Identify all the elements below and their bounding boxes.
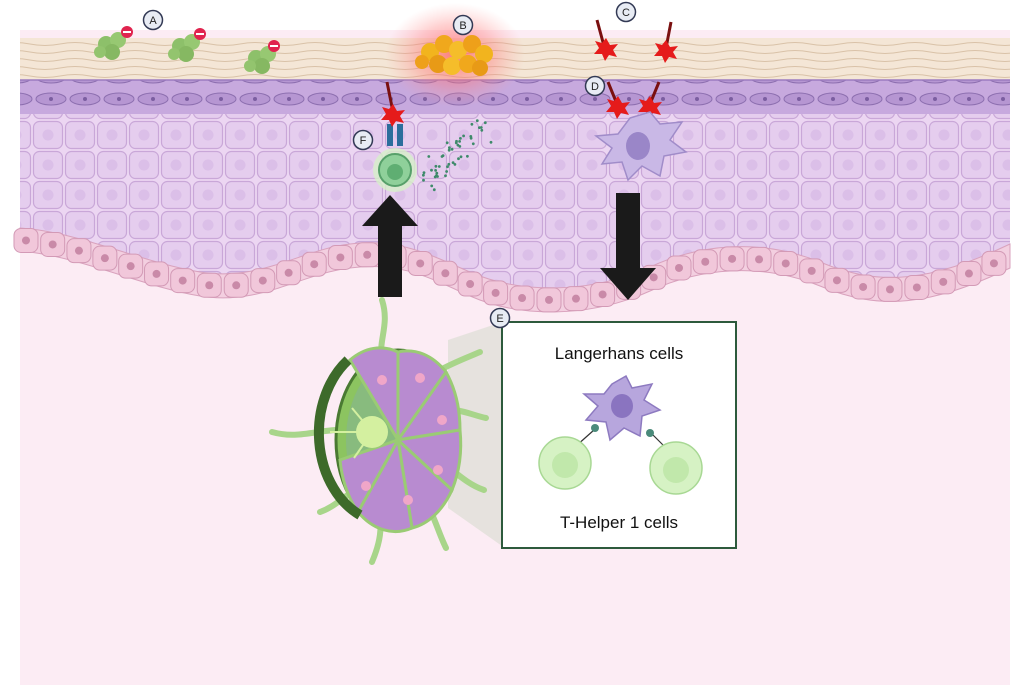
lymph-node	[269, 297, 489, 565]
arrow-up	[362, 195, 418, 297]
basal-cells	[13, 227, 1007, 313]
langerhans-cell-inset	[581, 374, 662, 442]
inset-box	[501, 321, 737, 549]
marker-a: A	[142, 9, 164, 31]
hapten-c-2	[654, 21, 678, 63]
allergen-cluster-orange	[415, 35, 493, 76]
allergen-green-2	[168, 28, 206, 62]
svg-text:F: F	[360, 135, 367, 147]
allergen-green-3	[244, 40, 280, 74]
svg-text:D: D	[591, 81, 599, 93]
arrow-down	[600, 193, 656, 300]
svg-text:A: A	[149, 15, 157, 27]
t-helper-cell-right	[649, 441, 703, 495]
hapten-d-2	[638, 81, 662, 119]
t-cell-activated	[373, 81, 417, 192]
zoom-connector	[448, 322, 502, 546]
marker-e: E	[489, 307, 511, 329]
marker-f: F	[352, 129, 374, 151]
inset-top-label: Langerhans cells	[555, 344, 684, 363]
allergen-green-1	[94, 26, 133, 60]
svg-text:B: B	[459, 20, 466, 32]
marker-c: C	[615, 1, 637, 23]
hapten-c-1	[594, 19, 618, 61]
granular-layer	[20, 80, 1010, 114]
langerhans-cell-epidermis	[593, 111, 688, 182]
svg-text:C: C	[622, 7, 630, 19]
t-helper-cell-left	[538, 436, 592, 490]
marker-b: B	[452, 14, 474, 36]
svg-text:E: E	[496, 313, 503, 325]
cytokine-dots	[422, 119, 493, 192]
marker-d: D	[584, 75, 606, 97]
hapten-d-1	[606, 81, 630, 119]
inset-bottom-label: T-Helper 1 cells	[560, 513, 678, 532]
